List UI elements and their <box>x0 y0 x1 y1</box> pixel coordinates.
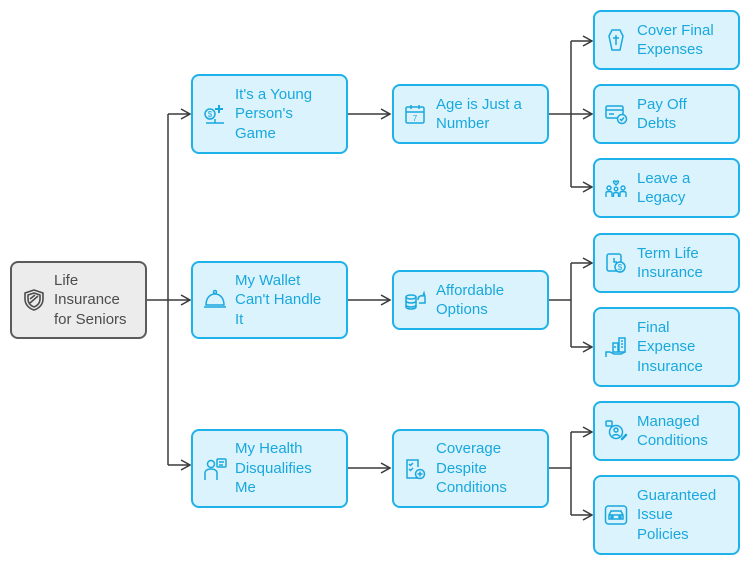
svg-text:7: 7 <box>413 114 418 123</box>
benefit-label: Managed Conditions <box>637 412 708 450</box>
benefit-node-pay-off-debts: Pay Off Debts <box>593 84 740 144</box>
edge-reality-3-trunk <box>549 432 572 515</box>
benefit-node-managed-conditions: Managed Conditions <box>593 401 740 461</box>
checklist-plus-icon <box>402 457 428 481</box>
family-heart-icon <box>603 176 629 200</box>
car-policy-icon <box>603 503 629 527</box>
svg-text:$: $ <box>618 263 623 272</box>
svg-text:$: $ <box>208 110 213 119</box>
wallet-bell-icon <box>201 287 229 313</box>
shield-icon <box>22 288 46 312</box>
reality-label: Affordable Options <box>436 281 505 319</box>
coins-scale-icon: $ <box>201 101 229 127</box>
doctor-chart-icon <box>201 456 229 482</box>
benefit-node-term-life: $ Term Life Insurance <box>593 233 740 293</box>
benefit-label: Pay Off Debts <box>637 95 687 133</box>
edge-reality-2-trunk <box>549 263 572 347</box>
myth-node-health: My Health Disqualifies Me <box>191 429 348 508</box>
reality-node-affordable: Affordable Options <box>392 270 549 330</box>
benefit-label: Term Life Insurance <box>637 244 703 282</box>
myth-node-young-person: $ It's a Young Person's Game <box>191 74 348 154</box>
root-node: Life Insurance for Seniors <box>10 261 147 339</box>
benefit-node-final-expenses: Cover Final Expenses <box>593 10 740 70</box>
myth-label: My Health Disqualifies Me <box>235 440 312 497</box>
myth-label: My Wallet Can't Handle It <box>235 271 322 328</box>
benefit-label: Final Expense Insurance <box>637 318 703 375</box>
edge-reality-1-trunk <box>549 41 572 187</box>
benefit-label: Leave a Legacy <box>637 169 691 207</box>
coins-piggy-icon <box>402 288 428 312</box>
reality-label: Age is Just a Number <box>436 95 522 133</box>
myth-node-wallet: My Wallet Can't Handle It <box>191 261 348 339</box>
card-check-icon <box>603 102 629 126</box>
coffin-cross-icon <box>603 28 629 52</box>
calendar-icon: 7 <box>402 102 428 126</box>
benefit-label: Guaranteed Issue Policies <box>637 486 717 543</box>
person-pills-icon <box>603 419 629 443</box>
hand-buildings-icon <box>603 335 629 359</box>
benefit-node-final-expense-insurance: Final Expense Insurance <box>593 307 740 387</box>
benefit-node-guaranteed-issue: Guaranteed Issue Policies <box>593 475 740 555</box>
root-label: Life Insurance for Seniors <box>54 271 127 328</box>
clock-dollar-icon: $ <box>603 251 629 275</box>
reality-label: Coverage Despite Conditions <box>436 440 507 497</box>
reality-node-coverage: Coverage Despite Conditions <box>392 429 549 508</box>
benefit-node-legacy: Leave a Legacy <box>593 158 740 218</box>
reality-node-age: 7 Age is Just a Number <box>392 84 549 144</box>
myth-label: It's a Young Person's Game <box>235 85 313 142</box>
edge-root-trunk <box>146 114 169 465</box>
benefit-label: Cover Final Expenses <box>637 21 714 59</box>
